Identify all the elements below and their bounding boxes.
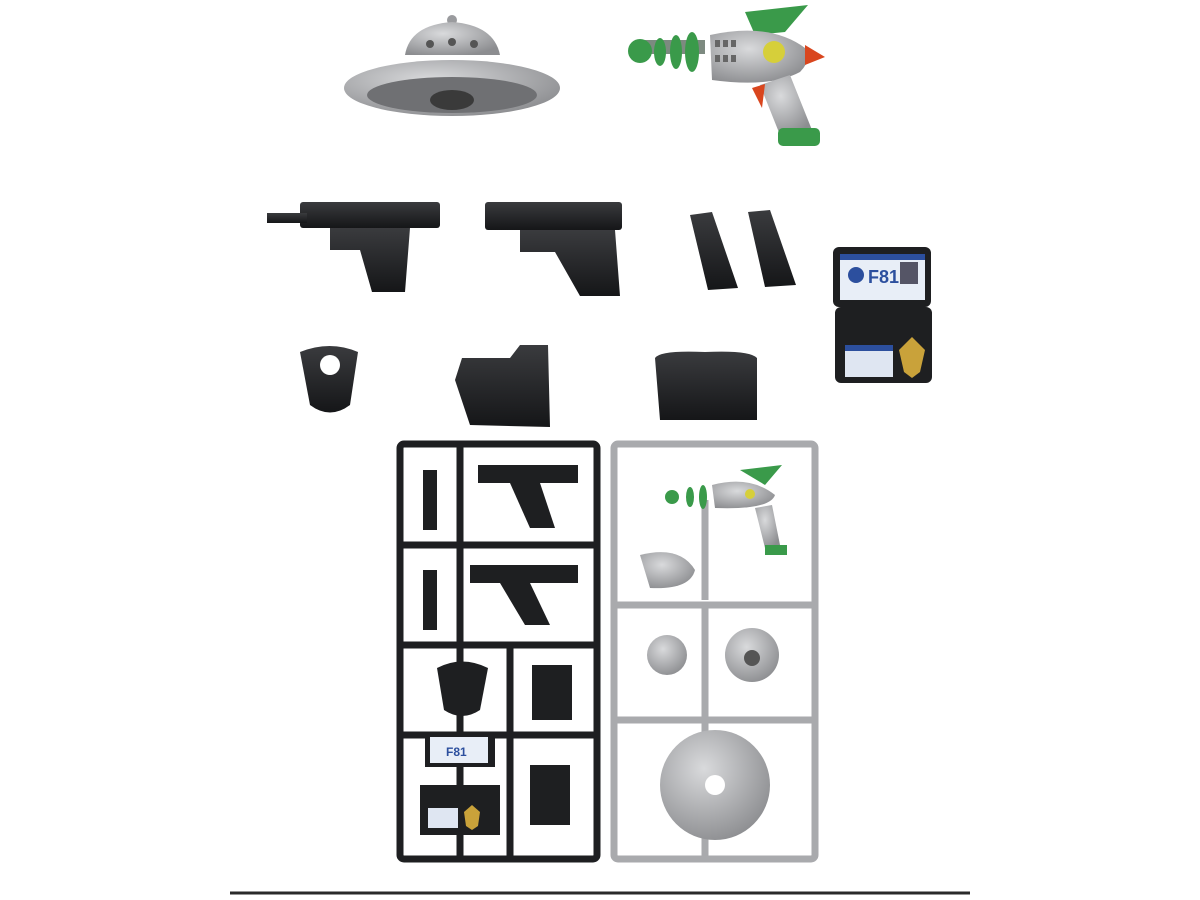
sprue-id-card (430, 737, 488, 763)
ufo (344, 15, 560, 116)
pistol-left (267, 202, 440, 292)
pistol-right (485, 202, 622, 296)
id-card-text: F81 (868, 267, 899, 287)
id-badge-case: F81 (833, 247, 932, 383)
sprue-id-card-text: F81 (446, 745, 467, 759)
sprue-black-parts (420, 465, 578, 835)
sprue-badge (464, 805, 480, 830)
ray-gun (628, 5, 825, 146)
sprue-silver-parts (640, 465, 787, 840)
holsters (300, 345, 757, 427)
sprue-id-photo (428, 808, 458, 828)
magazines (690, 210, 796, 290)
